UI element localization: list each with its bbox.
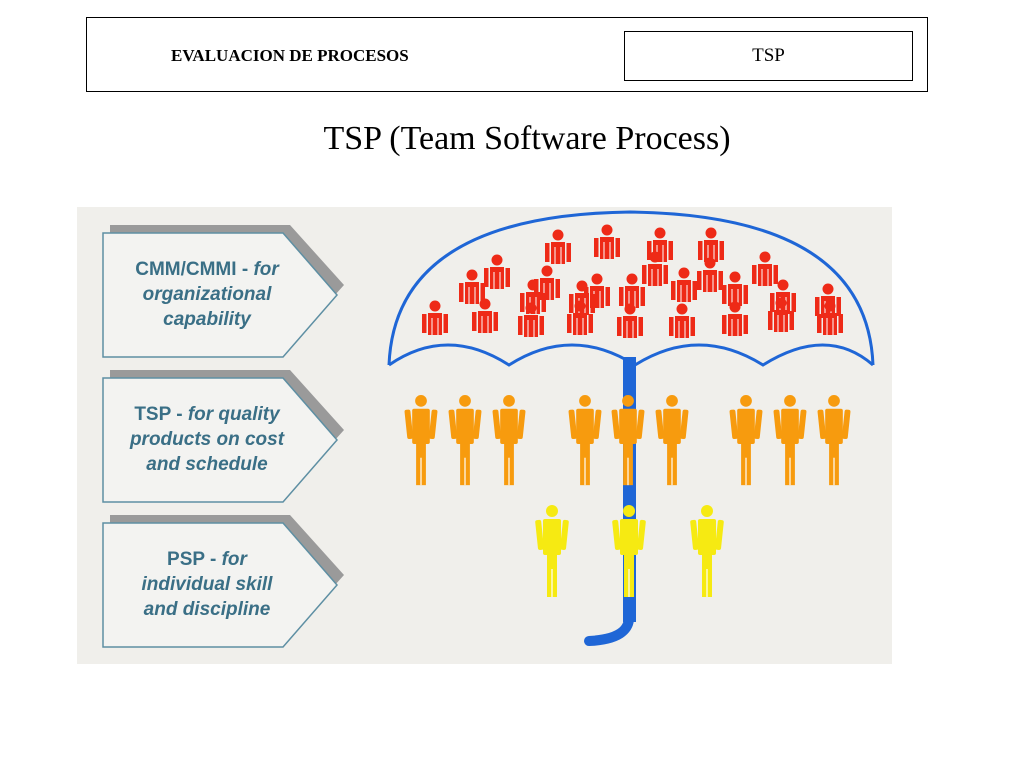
person-cmm bbox=[722, 271, 748, 306]
label-name: TSP - bbox=[134, 404, 188, 425]
person-tsp bbox=[655, 395, 689, 486]
label-line: and discipline bbox=[144, 599, 271, 620]
person-psp bbox=[690, 505, 724, 597]
person-cmm bbox=[484, 254, 510, 289]
level-label-cmmcmmi: CMM/CMMI - for organizational capability bbox=[102, 225, 344, 358]
label-box bbox=[102, 232, 338, 358]
person-cmm bbox=[459, 269, 485, 304]
person-cmm bbox=[518, 302, 544, 337]
label-line: CMM/CMMI - for bbox=[135, 259, 280, 280]
label-box bbox=[102, 377, 338, 503]
label-desc: and discipline bbox=[144, 599, 271, 620]
level-label-tsp: TSP - for quality products on cost and sch… bbox=[102, 370, 344, 503]
label-desc: and schedule bbox=[146, 454, 268, 475]
label-desc: capability bbox=[163, 309, 252, 330]
person-cmm bbox=[422, 300, 448, 335]
header-tag: TSP bbox=[624, 31, 913, 81]
label-name: PSP - bbox=[167, 549, 222, 570]
level-labels: CMM/CMMI - for organizational capabilityTS… bbox=[102, 225, 344, 648]
person-cmm bbox=[594, 224, 620, 259]
person-cmm bbox=[722, 301, 748, 336]
person-tsp bbox=[611, 395, 645, 486]
label-line: and schedule bbox=[146, 454, 268, 475]
person-cmm bbox=[815, 283, 841, 318]
label-line: capability bbox=[163, 309, 252, 330]
label-desc: for bbox=[222, 549, 249, 570]
label-name: CMM/CMMI - bbox=[135, 259, 253, 280]
person-cmm bbox=[752, 251, 778, 286]
label-line: products on cost bbox=[129, 429, 285, 450]
label-desc: individual skill bbox=[142, 574, 274, 595]
person-cmm bbox=[619, 273, 645, 308]
person-cmm bbox=[671, 267, 697, 302]
person-cmm bbox=[698, 227, 724, 262]
label-line: TSP - for quality bbox=[134, 404, 281, 425]
person-tsp bbox=[568, 395, 602, 486]
page-title: TSP (Team Software Process) bbox=[323, 120, 731, 157]
umbrella-canopy bbox=[387, 210, 875, 366]
person-tsp bbox=[773, 395, 807, 486]
person-cmm bbox=[768, 297, 794, 332]
label-line: individual skill bbox=[142, 574, 274, 595]
label-desc: for bbox=[253, 259, 280, 280]
person-tsp bbox=[729, 395, 763, 486]
person-cmm bbox=[669, 303, 695, 338]
person-cmm bbox=[472, 298, 498, 333]
person-psp bbox=[612, 505, 646, 597]
label-line: PSP - for bbox=[167, 549, 248, 570]
person-psp bbox=[535, 505, 569, 597]
person-cmm bbox=[770, 279, 796, 314]
person-tsp bbox=[404, 395, 438, 486]
level-label-psp: PSP - for individual skill and discipline bbox=[102, 515, 344, 648]
label-desc: products on cost bbox=[129, 429, 285, 450]
person-cmm bbox=[817, 300, 843, 335]
label-desc: organizational bbox=[143, 284, 273, 305]
person-cmm bbox=[697, 257, 723, 292]
person-tsp bbox=[448, 395, 482, 486]
person-tsp bbox=[817, 395, 851, 486]
label-line: organizational bbox=[143, 284, 273, 305]
person-cmm bbox=[567, 300, 593, 335]
label-desc: for quality bbox=[188, 404, 281, 425]
diagram-canvas: CMM/CMMI - for organizational capabilityTS… bbox=[102, 210, 875, 648]
label-box bbox=[102, 522, 338, 648]
person-cmm bbox=[617, 303, 643, 338]
header-title: EVALUACION DE PROCESOS bbox=[171, 46, 409, 65]
person-cmm bbox=[642, 251, 668, 286]
umbrella-handle bbox=[584, 610, 635, 646]
people-figures bbox=[404, 224, 851, 597]
person-tsp bbox=[492, 395, 526, 486]
person-cmm bbox=[545, 229, 571, 264]
header-box: EVALUACION DE PROCESOS TSP bbox=[86, 17, 928, 92]
